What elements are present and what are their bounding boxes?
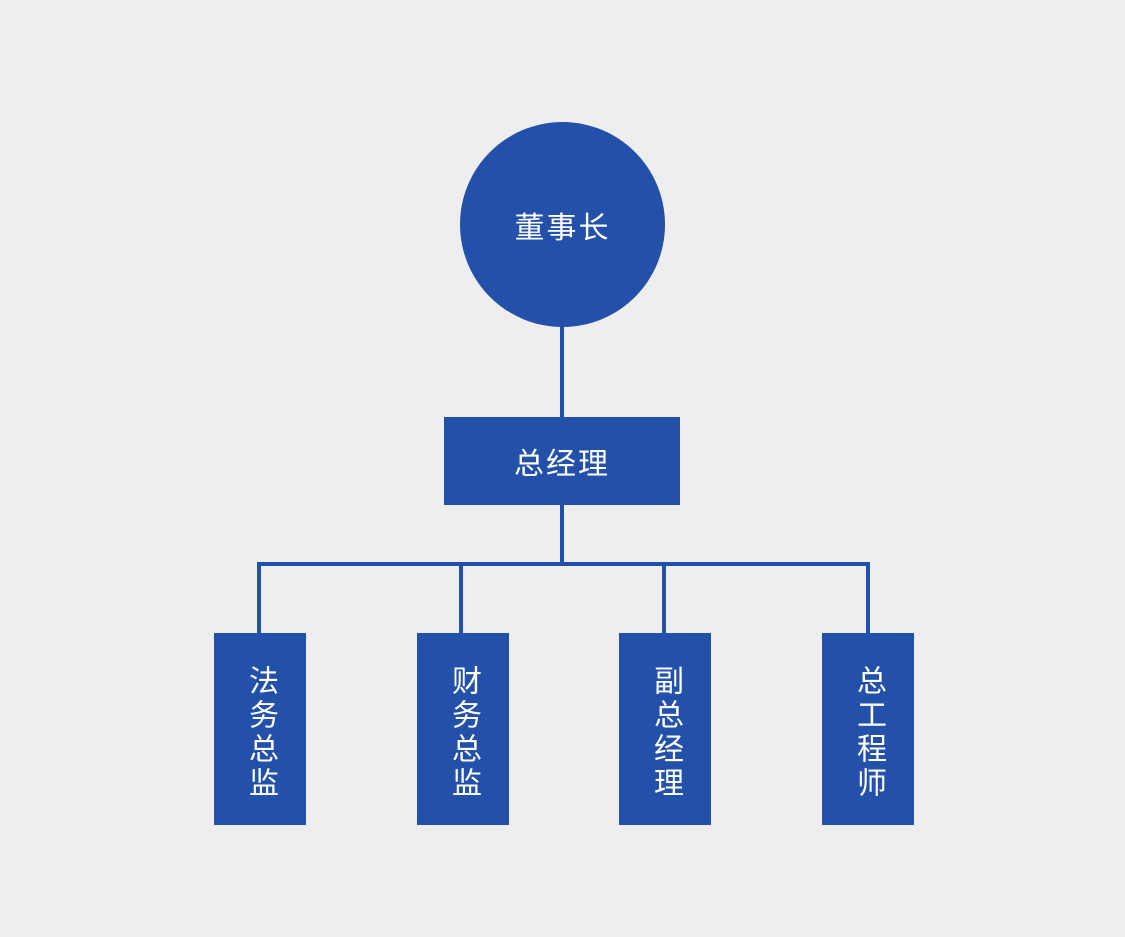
connector-drop-1 (257, 562, 261, 634)
connector-drop-2 (459, 562, 463, 634)
connector-horizontal-bus (257, 562, 870, 566)
connector-drop-3 (662, 562, 666, 634)
node-legal-director-label: 法务总监 (244, 665, 277, 801)
node-deputy-general-manager-label: 副总经理 (649, 665, 682, 801)
connector-chairman-to-gm (560, 325, 564, 419)
node-chairman-label: 董事长 (514, 211, 611, 245)
node-general-manager-label: 总经理 (514, 448, 610, 481)
node-chief-engineer-label: 总工程师 (852, 665, 885, 801)
connector-drop-4 (866, 562, 870, 634)
node-chief-engineer[interactable]: 总工程师 (822, 633, 914, 825)
node-finance-director-label: 财务总监 (447, 665, 480, 801)
node-legal-director[interactable]: 法务总监 (214, 633, 306, 825)
node-finance-director[interactable]: 财务总监 (417, 633, 509, 825)
node-chairman[interactable]: 董事长 (460, 122, 665, 327)
node-general-manager[interactable]: 总经理 (444, 417, 680, 505)
node-deputy-general-manager[interactable]: 副总经理 (619, 633, 711, 825)
connector-gm-stem (560, 503, 564, 565)
